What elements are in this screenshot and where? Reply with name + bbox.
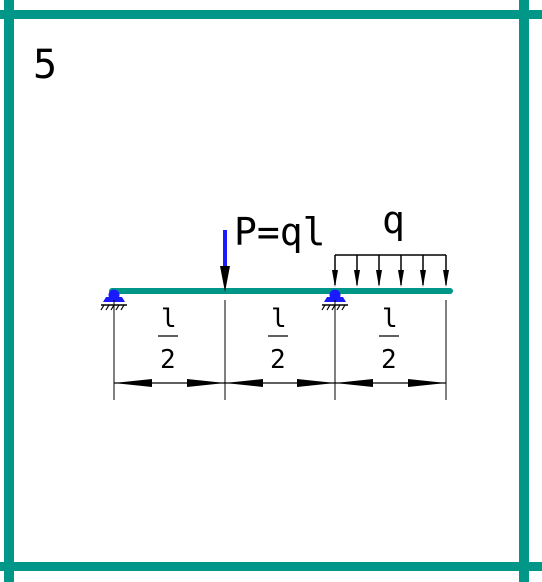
dimension-numerator: l (271, 304, 287, 334)
distributed-load-arrow (354, 255, 360, 287)
dimension-label-3: l 2 (379, 304, 399, 375)
frame-top-border (0, 10, 542, 19)
dimension-label-1: l 2 (158, 304, 178, 375)
dimension-numerator: l (382, 304, 398, 334)
panel-number: 5 (33, 42, 57, 88)
support-base-left (103, 297, 125, 302)
point-load-label: P=ql (234, 210, 326, 254)
point-load-arrowhead (220, 266, 230, 292)
support-base-middle (324, 297, 346, 302)
distributed-load-arrow (420, 255, 426, 287)
distributed-load-label: q (382, 198, 405, 242)
dimension-line-2 (225, 379, 335, 387)
distributed-load (332, 254, 449, 287)
distributed-load-arrow (376, 255, 382, 287)
dimension-denominator: 2 (381, 345, 397, 375)
distributed-load-arrow (332, 255, 338, 287)
frame-right-border (519, 0, 529, 582)
dimension-denominator: 2 (160, 345, 176, 375)
dimension-denominator: 2 (270, 345, 286, 375)
frame-left-border (4, 0, 14, 582)
distributed-load-arrows (332, 255, 449, 287)
pinned-support-middle (321, 289, 348, 311)
dimension-line-1 (114, 379, 225, 387)
frame-bottom-border (0, 562, 542, 571)
dimension-numerator: l (161, 304, 177, 334)
distributed-load-arrow (398, 255, 404, 287)
point-load (220, 230, 230, 292)
distributed-load-arrow (443, 255, 449, 287)
dimension-line-3 (335, 379, 446, 387)
dimension-label-2: l 2 (268, 304, 288, 375)
